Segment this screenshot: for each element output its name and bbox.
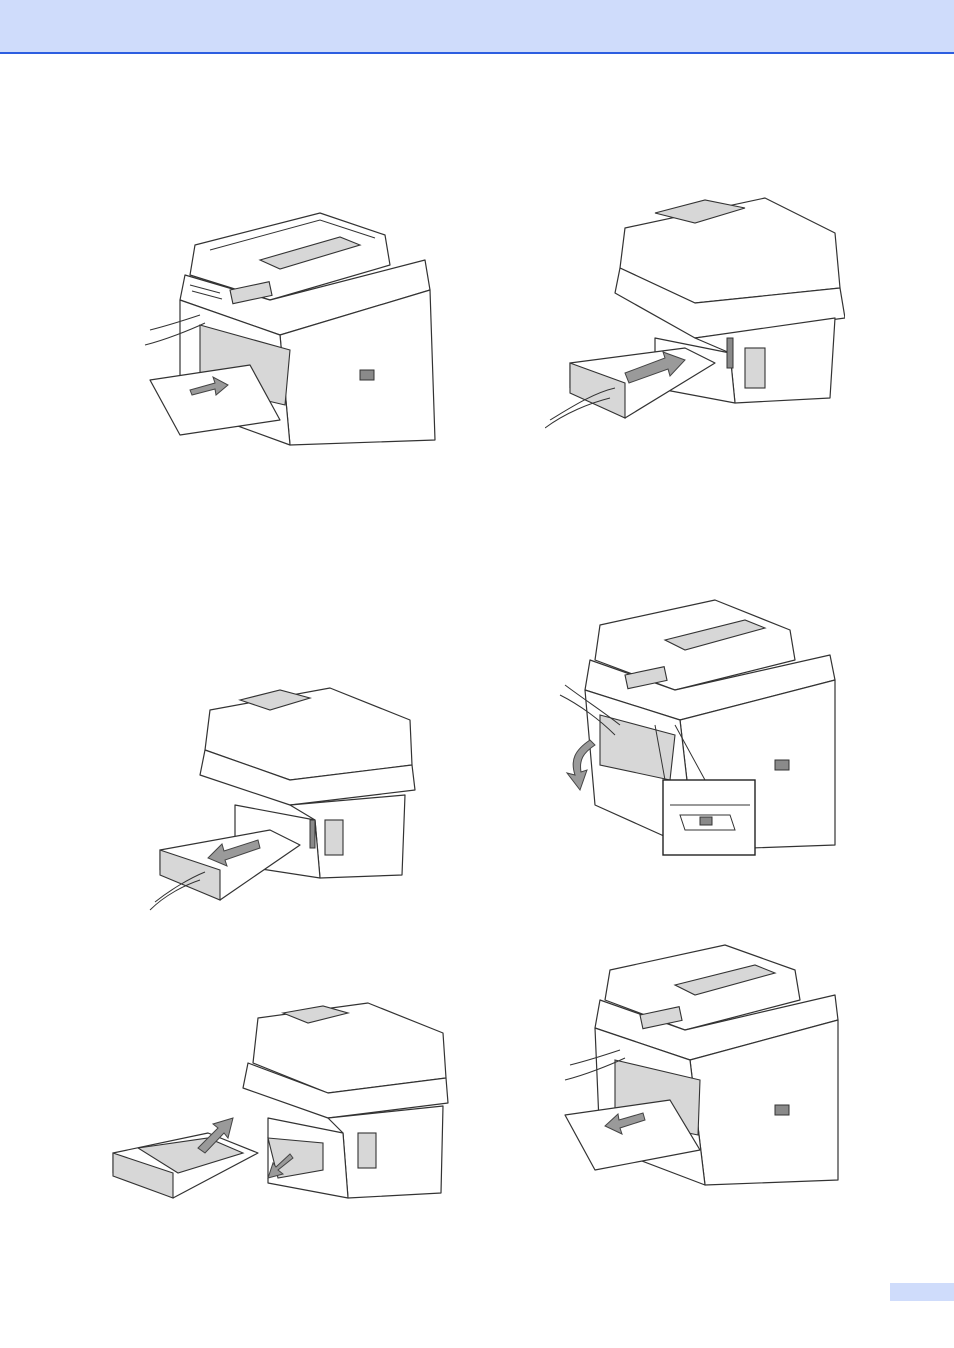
printer-front-drum-insert-icon: [140, 205, 440, 450]
page-number-tab: [890, 1283, 954, 1301]
printer-rear-tray-insert-icon: [545, 188, 845, 433]
printer-front-drum-remove-icon: [560, 940, 840, 1190]
printer-rear-paper-jam-icon: [108, 998, 453, 1208]
printer-front-cover-open-icon: [555, 595, 840, 860]
printer-rear-tray-remove-icon: [140, 680, 420, 915]
header-band: [0, 0, 954, 54]
